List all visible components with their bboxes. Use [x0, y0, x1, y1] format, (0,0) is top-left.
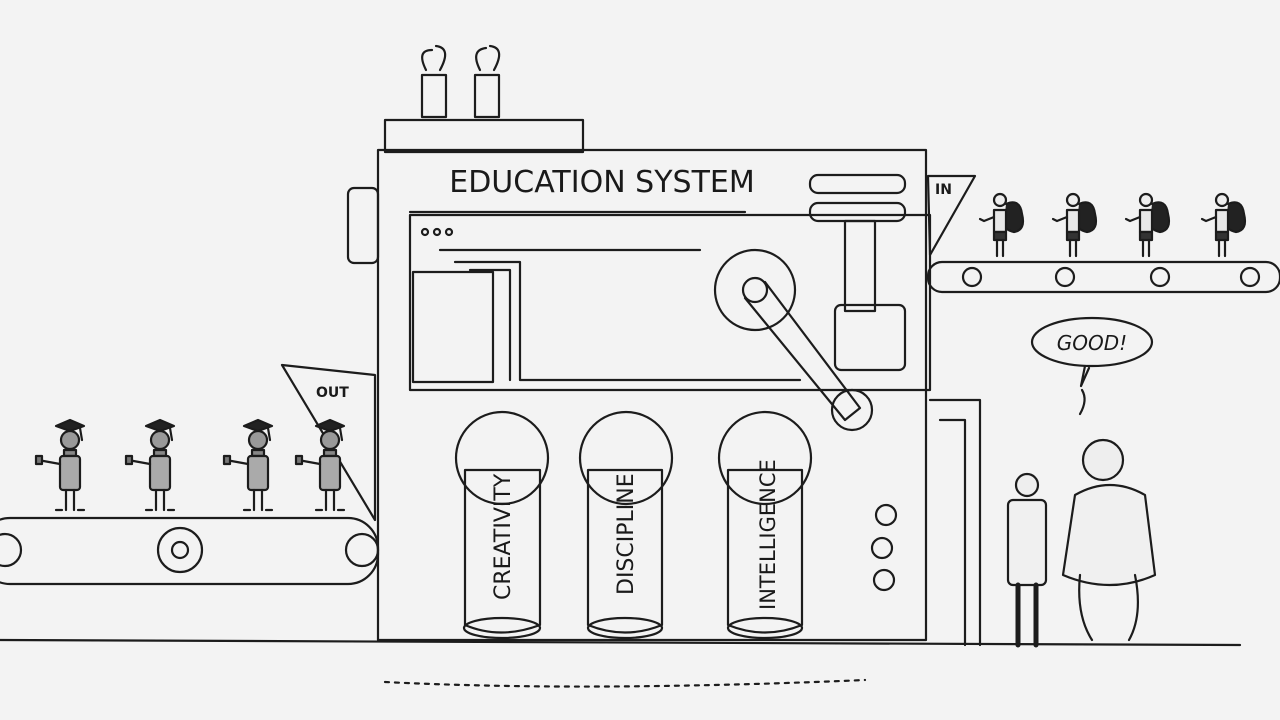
machine-title: EDUCATION SYSTEM: [449, 165, 755, 200]
pipe-discipline: DISCIPLINE: [578, 410, 674, 640]
dials: [870, 503, 898, 592]
speech-text: GOOD!: [1057, 331, 1127, 355]
chimney-left: [420, 44, 448, 119]
parent-observer: [1061, 438, 1157, 642]
side-pipes: [928, 398, 982, 647]
machine-body: [376, 148, 928, 642]
out-sign: OUT: [316, 385, 349, 401]
machine-panel: [408, 213, 932, 392]
machine-top-box: [383, 118, 585, 154]
child-observer: [1006, 472, 1048, 648]
speech-bubble: GOOD!: [1030, 316, 1154, 416]
puddle-debris: [383, 678, 867, 688]
in-sign: IN: [935, 182, 952, 198]
ground-line: [0, 638, 1242, 647]
pipe-label-discipline: DISCIPLINE: [614, 473, 639, 595]
pipe-creativity: CREATIVITY: [454, 410, 550, 640]
chimney-right: [473, 44, 501, 119]
pipe-intelligence: INTELLIGENCE: [717, 410, 813, 640]
drive-wheel: [713, 248, 874, 432]
piston: [808, 173, 907, 372]
output-conveyor: OUT: [0, 363, 380, 586]
machine-handle: [346, 186, 380, 265]
pipe-label-creativity: CREATIVITY: [491, 473, 516, 600]
input-conveyor: IN: [926, 174, 1280, 294]
pipe-label-intelligence: INTELLIGENCE: [756, 459, 780, 610]
